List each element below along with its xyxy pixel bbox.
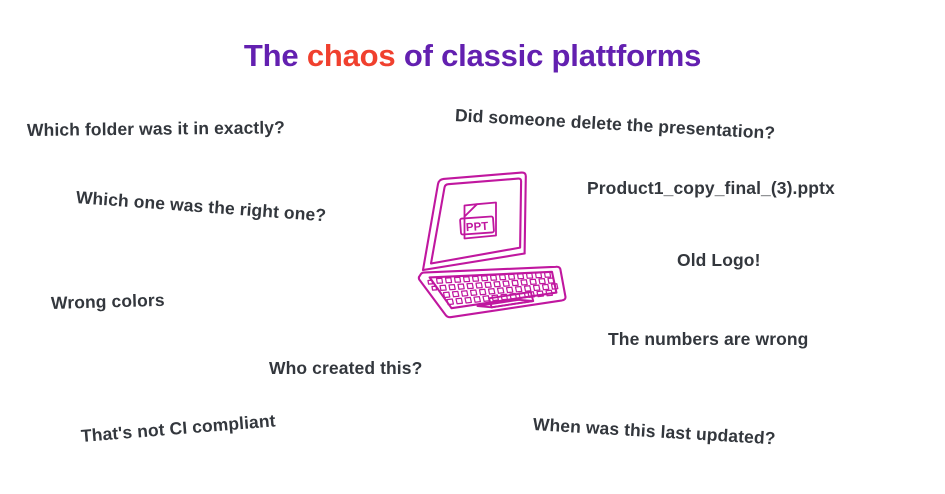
laptop-icon: PPT (405, 165, 580, 330)
pain-point-old-logo: Old Logo! (677, 250, 761, 270)
ppt-screen-label: PPT (466, 221, 489, 235)
title-part-before: The (243, 38, 307, 73)
title-accent-word: chaos (306, 38, 396, 73)
pain-point-folder: Which folder was it in exactly? (26, 117, 285, 140)
page-title: The chaos of classic plattforms (0, 38, 945, 74)
pain-point-last-updated: When was this last updated? (532, 414, 777, 449)
pain-point-ci-compliant: That's not CI compliant (80, 410, 277, 446)
pain-point-filename: Product1_copy_final_(3).pptx (587, 178, 835, 198)
pain-point-right-one: Which one was the right one? (75, 187, 327, 226)
pain-point-wrong-colors: Wrong colors (50, 289, 165, 313)
pain-point-who-created: Who created this? (269, 358, 423, 378)
title-part-after: of classic plattforms (395, 38, 702, 73)
pain-point-numbers: The numbers are wrong (608, 329, 809, 349)
pain-point-delete: Did someone delete the presentation? (454, 105, 776, 143)
